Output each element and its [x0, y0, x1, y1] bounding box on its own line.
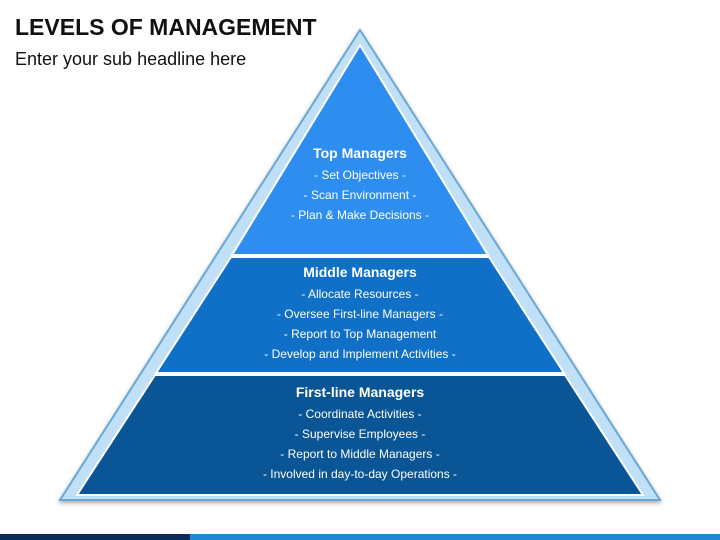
pyramid-tier-first	[75, 374, 645, 496]
pyramid-tier-top	[230, 43, 490, 256]
tier-middle-text: Middle Managers - Allocate Resources - -…	[0, 264, 720, 364]
footer-bar-light	[190, 534, 720, 540]
tier-middle-heading: Middle Managers	[303, 264, 417, 280]
page-subtitle: Enter your sub headline here	[15, 49, 247, 69]
tier-top-item: - Plan & Make Decisions -	[290, 208, 430, 222]
tier-first-item: - Involved in day-to-day Operations -	[262, 467, 458, 481]
tier-first-item: - Report to Middle Managers -	[280, 447, 440, 461]
tier-middle-item: - Report to Top Management	[283, 327, 437, 341]
tier-top-item: - Set Objectives -	[313, 168, 407, 182]
tier-top-text: Top Managers - Set Objectives - - Scan E…	[0, 145, 720, 225]
tier-middle-item: - Develop and Implement Activities -	[264, 347, 456, 361]
footer-bar	[0, 534, 720, 540]
pyramid-tier-middle	[154, 256, 566, 374]
tier-top-heading: Top Managers	[313, 145, 407, 161]
tier-first-item: - Supervise Employees -	[294, 427, 426, 441]
tier-middle-item: - Allocate Resources -	[301, 287, 419, 301]
tier-first-text: First-line Managers - Coordinate Activit…	[0, 384, 720, 484]
page-title: LEVELS OF MANAGEMENT	[15, 14, 317, 40]
tier-first-heading: First-line Managers	[295, 384, 425, 400]
tier-first-item: - Coordinate Activities -	[298, 407, 422, 421]
tier-top-item: - Scan Environment -	[303, 188, 417, 202]
footer-bar-dark	[0, 534, 190, 540]
tier-middle-item: - Oversee First-line Managers -	[276, 307, 444, 321]
